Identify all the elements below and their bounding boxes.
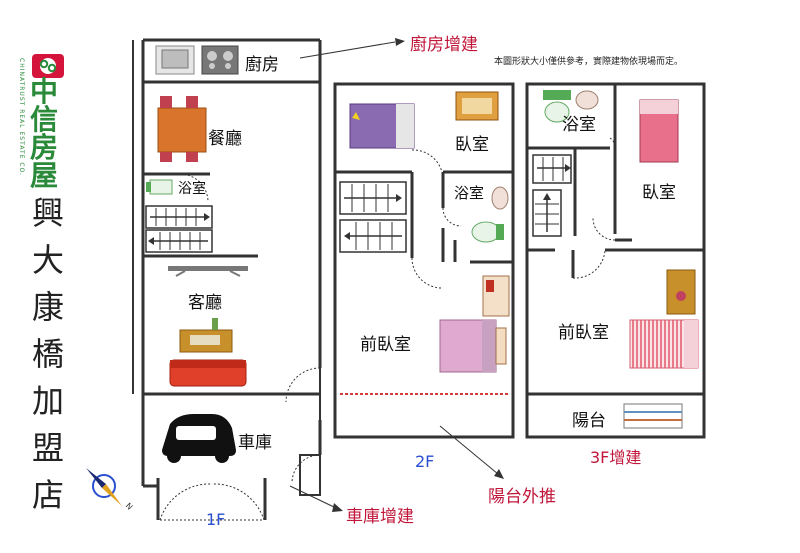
brand-logo-icon [32,54,64,78]
compass-icon [86,468,122,506]
store-title: 興 大 康 橋 加 盟 店 [31,194,64,514]
room-label-1f-bath: 浴室 [178,181,206,197]
room-label-2f-bedroom: 臥室 [455,135,489,155]
floor-label-2f: 2F [415,452,435,471]
annotation-balcony-extension: 陽台外推 [488,487,556,507]
brand-english-name: CHINATRUST REAL ESTATE CO. [18,58,25,176]
floor-label-1f: 1F [206,510,226,529]
room-label-2f-front-bedroom: 前臥室 [360,335,411,355]
room-label-kitchen: 廚房 [245,55,279,75]
disclaimer-note: 本圖形狀大小僅供參考，實際建物依現場而定。 [494,57,684,67]
room-label-3f-bedroom: 臥室 [642,183,676,203]
annotation-kitchen-addition: 廚房增建 [410,35,478,55]
brand-name: 中信 房屋 [30,75,58,192]
room-label-garage: 車庫 [238,433,272,453]
room-label-living: 客廳 [188,293,222,313]
floor-label-3f: 3F增建 [590,448,642,467]
room-label-dining: 餐廳 [208,129,242,149]
room-label-3f-bath: 浴室 [562,115,596,135]
floor-1f-walls [141,38,322,520]
annotation-garage-addition: 車庫增建 [346,507,414,527]
room-label-3f-front-bedroom: 前臥室 [558,323,609,343]
room-label-2f-bath: 浴室 [454,184,485,202]
room-label-3f-balcony: 陽台 [572,411,606,431]
